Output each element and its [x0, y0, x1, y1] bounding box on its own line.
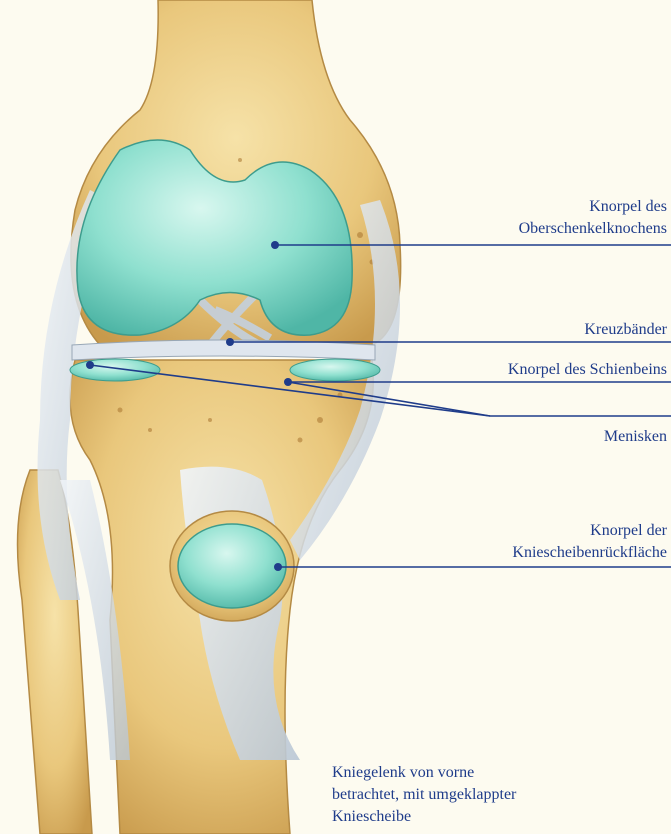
- label-tibia-cartilage: Knorpel des Schienbeins: [508, 359, 667, 381]
- label-patella-cartilage-line1: Knorpel der: [512, 520, 667, 542]
- label-menisci: Menisken: [604, 426, 667, 448]
- label-cruciate-ligaments: Kreuzbänder: [584, 319, 667, 341]
- label-femur-cartilage-line1: Knorpel des: [519, 196, 667, 218]
- caption-line1: Kniegelenk von vorne: [332, 762, 516, 784]
- tibia-cartilage-right: [290, 359, 380, 381]
- meniscus-band: [72, 340, 375, 360]
- label-femur-cartilage-line2: Oberschenkelknochens: [519, 218, 667, 240]
- caption-line3: Kniescheibe: [332, 806, 516, 828]
- label-patella-cartilage-line2: Kniescheibenrückfläche: [512, 542, 667, 564]
- tibia-cartilage-left: [70, 359, 160, 381]
- figure-caption: Kniegelenk von vorne betrachtet, mit umg…: [332, 762, 516, 828]
- patella-cartilage: [178, 524, 286, 608]
- label-femur-cartilage: Knorpel des Oberschenkelknochens: [519, 196, 667, 240]
- caption-line2: betrachtet, mit umgeklappter: [332, 784, 516, 806]
- label-patella-cartilage: Knorpel der Kniescheibenrückfläche: [512, 520, 667, 564]
